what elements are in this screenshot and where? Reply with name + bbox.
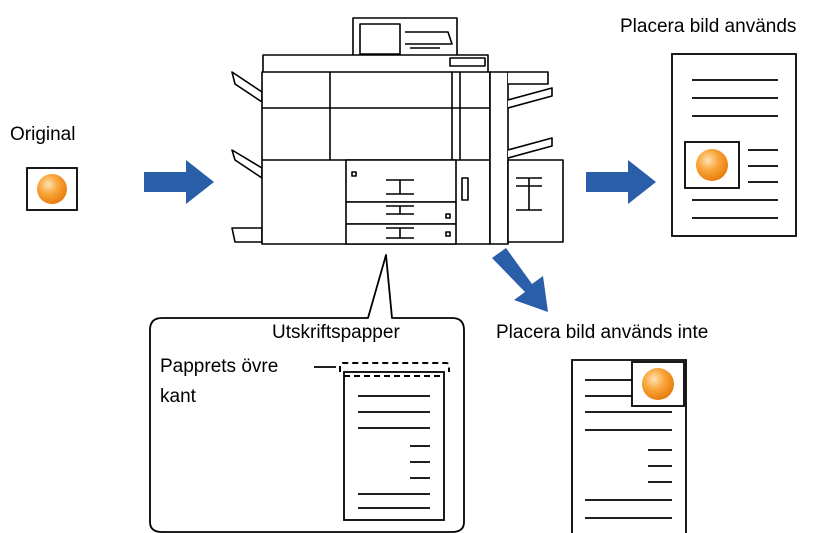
- arrow-down-right-icon: [492, 248, 548, 312]
- paper-top-edge-label-line2: kant: [160, 386, 196, 407]
- document-not-used-icon: [571, 359, 687, 533]
- arrow-right-icon: [144, 160, 214, 204]
- photo-circle-icon: [37, 174, 67, 204]
- original-document-icon: [26, 167, 78, 211]
- arrow-right-icon: [586, 160, 656, 204]
- copier-machine-icon: [231, 17, 564, 245]
- original-label: Original: [10, 124, 76, 145]
- photo-circle-icon: [696, 149, 728, 181]
- image-placement-used-label: Placera bild används: [620, 16, 797, 37]
- paper-callout: [149, 254, 465, 533]
- photo-circle-icon: [642, 368, 674, 400]
- print-paper-label: Utskriftspapper: [272, 322, 400, 343]
- document-used-icon: [671, 53, 797, 237]
- image-placement-not-used-label: Placera bild används inte: [496, 322, 709, 343]
- paper-top-edge-label-line1: Papprets övre: [160, 356, 279, 377]
